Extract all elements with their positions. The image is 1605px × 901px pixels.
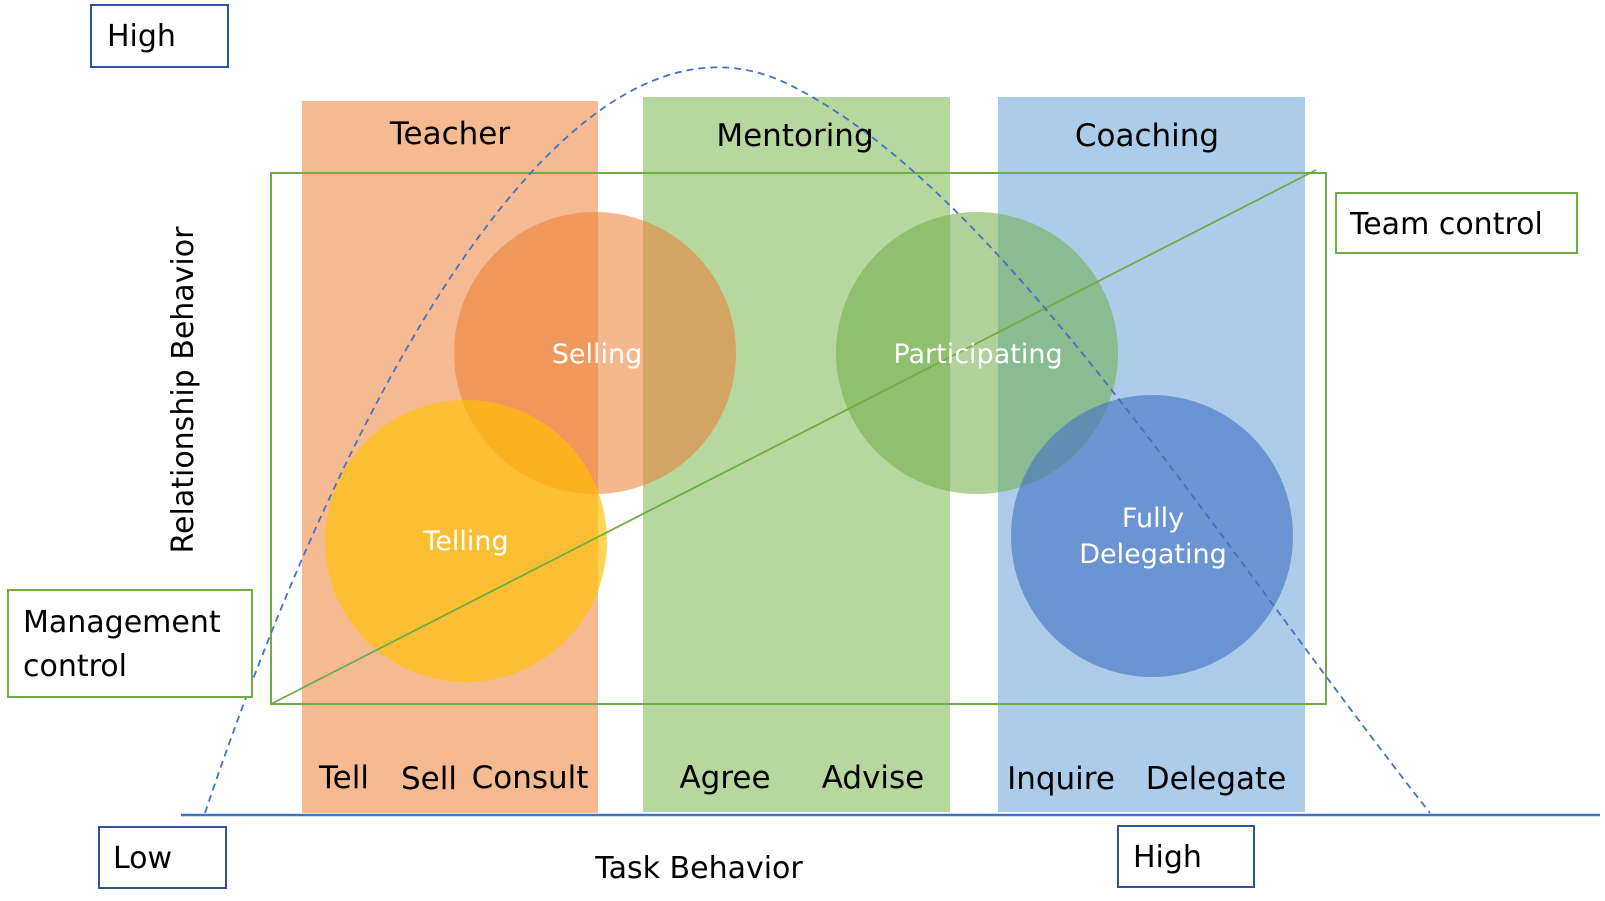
item-inquire: Inquire	[1007, 761, 1115, 797]
mentoring-title: Mentoring	[716, 118, 873, 154]
participating-circle	[836, 212, 1118, 494]
high-bottom-box	[1117, 825, 1255, 888]
telling-circle	[325, 400, 607, 682]
low-bottom-box	[98, 826, 227, 889]
control-frame	[270, 172, 1327, 705]
fully-label: Fully	[1122, 503, 1184, 534]
management-control-box	[7, 589, 253, 698]
item-consult: Consult	[472, 760, 589, 796]
item-agree: Agree	[679, 760, 770, 796]
high-top-box	[90, 4, 229, 68]
teacher-title: Teacher	[389, 116, 511, 152]
item-delegate: Delegate	[1146, 761, 1287, 797]
low-bottom-label: Low	[113, 841, 172, 876]
coaching-title: Coaching	[1075, 118, 1219, 154]
style-circles	[325, 212, 1293, 682]
management-control-label-line2: control	[23, 649, 127, 684]
telling-label: Telling	[422, 526, 508, 557]
selling-label: Selling	[552, 339, 643, 370]
item-sell: Sell	[401, 761, 457, 797]
participating-label: Participating	[893, 339, 1062, 370]
team-control-box	[1335, 192, 1578, 254]
item-advise: Advise	[822, 760, 925, 796]
high-bottom-label: High	[1133, 840, 1202, 875]
management-control-label-line1: Management	[23, 605, 221, 640]
x-axis-title: Task Behavior	[594, 851, 803, 886]
item-tell: Tell	[318, 760, 369, 796]
control-diagonal-line	[270, 169, 1317, 705]
team-control-label: Team control	[1349, 207, 1543, 242]
delegating-label: Delegating	[1079, 539, 1227, 570]
high-top-label: High	[107, 19, 176, 54]
fully-delegating-circle	[1011, 395, 1293, 677]
y-axis-title: Relationship Behavior	[166, 226, 201, 554]
